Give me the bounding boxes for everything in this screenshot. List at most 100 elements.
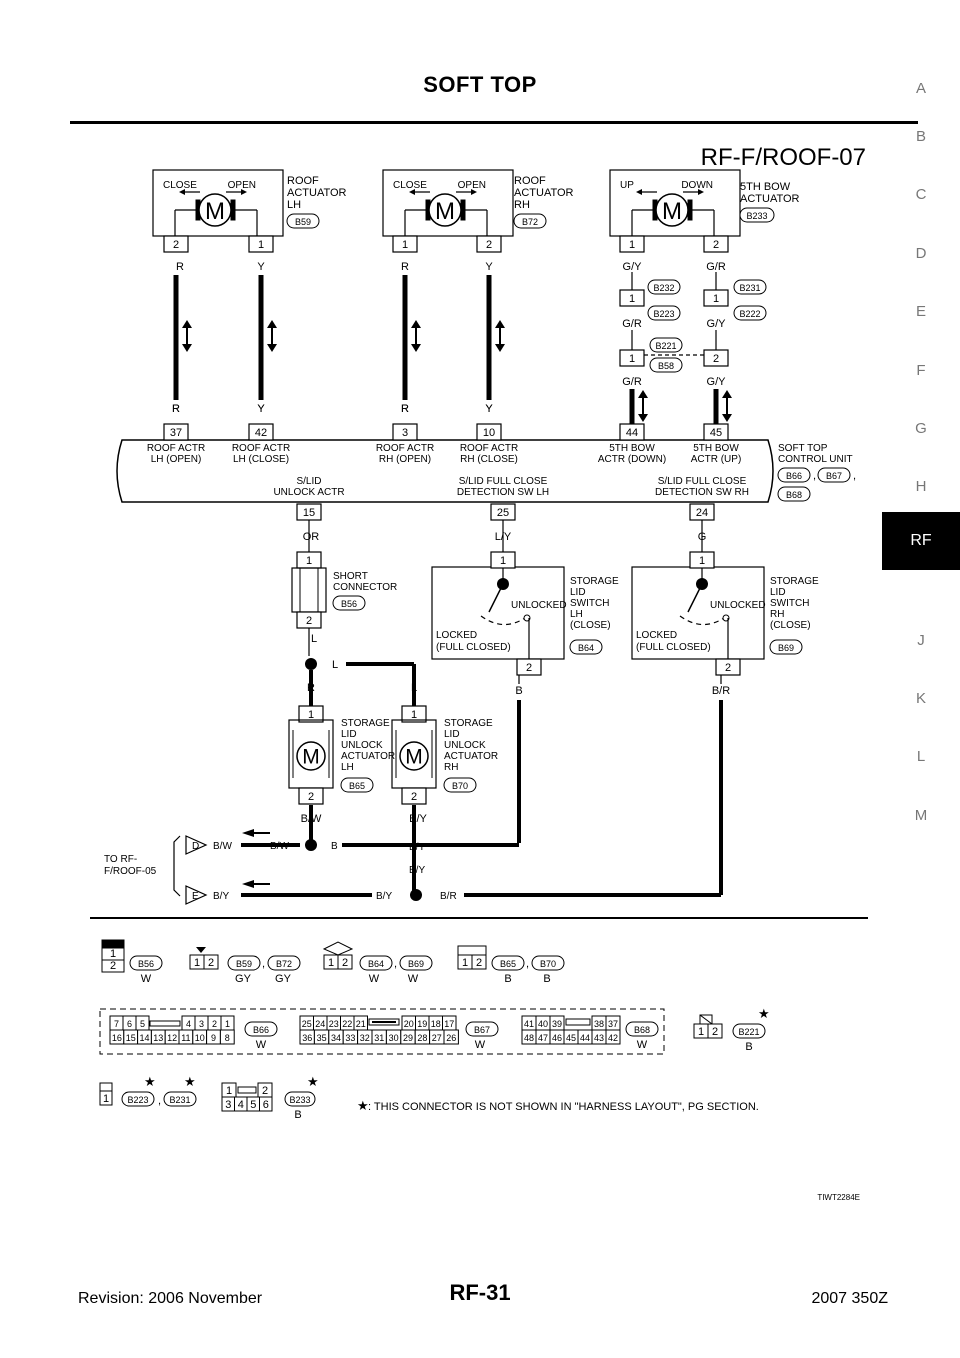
storage-lid-unlock-actuator-rh-pin: 1 [411,709,417,721]
b67-pin: 18 [431,1019,441,1029]
b68-pin-cell [605,1029,621,1045]
arrow-right-icon [241,189,247,195]
b66-pin: 8 [225,1033,230,1043]
short-connector-id: B56 [341,599,357,609]
connector-view-id-outline [491,955,525,971]
b65-pin-cell [471,954,487,970]
control-unit-pin-box [392,423,418,441]
section-tab-b[interactable]: B [915,128,926,145]
bow-actuator-dir2: DOWN [681,180,713,191]
section-index: A B C D E F G H RF J K L M [882,80,960,960]
b233-pin: 1 [226,1085,232,1097]
b66-pin-cell [219,1029,235,1045]
section-tab-h[interactable]: H [915,478,927,495]
motor-letter: M [405,746,423,769]
wire-color: R [401,261,409,273]
section-tab-a[interactable]: A [915,80,926,97]
wire-color: B/Y [409,842,425,853]
control-unit-pin: 44 [626,427,638,439]
comma: , [526,958,529,970]
b67-pin: 30 [389,1033,399,1043]
roof-rh-connector: B72 [522,217,538,227]
section-tab-rf[interactable]: RF [882,512,960,570]
star-icon: ★ [357,1098,369,1113]
wire-color: G/R [622,376,642,388]
cu-pin-label: UNLOCK ACTR [273,487,344,498]
cu-pin-label: RH (OPEN) [379,454,431,465]
cu-pin-label: DETECTION SW RH [655,487,749,498]
connector-view-id-outline [227,955,261,971]
joint-connector: B221 [655,341,676,351]
storage-lid-switch-rh-locked: (FULL CLOSED) [636,642,711,653]
cu-pin-label: DETECTION SW LH [457,487,549,498]
section-tab-f[interactable]: F [916,362,926,379]
connector-view-id: B65 [500,959,516,969]
cu-pin-label: 5TH BOW [609,443,655,454]
section-tab-k[interactable]: K [915,690,926,707]
connector-view-id: B223 [127,1095,148,1105]
wire-color: Y [485,403,493,415]
wire-color: Y [485,403,493,415]
arrow-up-icon [182,320,192,328]
joint-connector-outline [649,337,683,353]
motor-letter: M [205,198,225,225]
storage-lid-switch-rh-pin: 2 [725,662,731,674]
storage-lid-switch-lh-connector-outline [569,639,603,655]
section-tab-m[interactable]: M [914,807,928,824]
b67-pin: 35 [317,1033,327,1043]
section-tab-j[interactable]: J [917,632,925,649]
connector-color: B [543,973,550,985]
connector-latch-icon [699,1014,713,1025]
connector-letter: D [192,841,199,852]
cu-pin-label: S/LID FULL CLOSE [459,476,548,487]
joint-connector: B223 [653,309,674,319]
revision-text: Revision: 2006 November [78,1290,263,1307]
short-connector-pin: 2 [306,615,312,627]
b68-latch [565,1018,591,1026]
b223-pin-cell [99,1090,113,1106]
cu-pin-label: ROOF ACTR [147,443,205,454]
storage-lid-unlock-actuator-rh-pin-box [401,705,427,723]
b66-pin: 2 [212,1019,217,1029]
wire-color: G/Y [707,376,727,388]
section-tab-g[interactable]: G [915,420,927,437]
section-tab-d[interactable]: D [915,245,927,262]
b66-pin: 7 [114,1019,119,1029]
roof-lh-connector-outline [286,213,320,229]
storage-lid-switch-rh-name: STORAGE [770,576,819,587]
storage-lid-switch-lh-locked: (FULL CLOSED) [436,642,511,653]
section-tab-l[interactable]: L [916,748,926,765]
joint-connector: B58 [658,361,674,371]
bow-actuator-dir1: UP [620,180,634,191]
control-unit-pin: 45 [710,427,722,439]
bow-actuator-pin-a-box [619,235,645,253]
wire-color: G/R [706,261,726,273]
header-rule [70,121,918,124]
wire-color: B/Y [376,891,392,902]
storage-lid-unlock-actuator-rh-pin-box [401,787,427,805]
b64-pin-cell [337,954,353,970]
comma: , [262,958,265,970]
section-tab-c[interactable]: C [915,186,927,203]
short-connector-body [291,567,327,613]
section-tab-e[interactable]: E [915,303,926,320]
arrow-down-icon [182,344,192,352]
connector-view-id-outline [244,1021,278,1037]
b65-pin: 2 [476,957,482,969]
model-text: 2007 350Z [811,1290,888,1307]
b56-pin-cell [101,959,125,973]
roof-rh-connector-outline [513,213,547,229]
wire-color: G/Y [707,318,727,330]
roof-actuator-rh-dir1: CLOSE [393,180,427,191]
control-unit-pin-box [248,423,274,441]
connector-color: B [504,973,511,985]
storage-lid-switch-lh-name: LID [570,587,586,598]
short-connector-name: CONNECTOR [333,582,397,593]
storage-lid-unlock-actuator-rh-name: ACTUATOR [444,751,498,762]
connector-view-id: B221 [738,1027,759,1037]
figure-id: TIWT2284E [817,1193,860,1202]
cu-connector-outline [777,467,811,483]
b68-pin: 44 [580,1033,590,1043]
connector-color: GY [275,973,292,985]
